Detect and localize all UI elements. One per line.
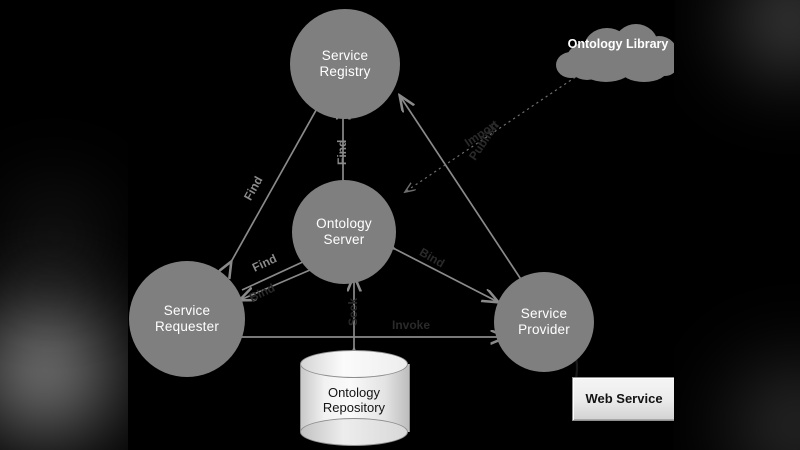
ontology-library-label: Ontology Library <box>556 37 674 52</box>
service-registry-line2: Registry <box>319 64 371 79</box>
service-provider-line1: Service <box>520 306 568 322</box>
diagram-canvas: Service Registry Ontology Server Service… <box>128 0 674 450</box>
ontology-repository-label: Ontology Repository <box>300 385 408 416</box>
ontology-server-line1: Ontology <box>316 216 372 232</box>
edge-provider-registry-publish <box>400 96 529 291</box>
node-ontology-repository[interactable]: Ontology Repository <box>300 350 410 446</box>
cylinder-top <box>300 350 408 378</box>
edge-label-invoke: Invoke <box>392 318 431 332</box>
ontology-library-line1: Ontology <box>567 37 623 52</box>
node-service-requester[interactable]: Service Requester <box>129 261 245 377</box>
web-service-line2: Service <box>616 391 663 407</box>
ontology-repository-line1: Ontology <box>327 384 381 400</box>
backdrop-glow-top-right <box>690 0 800 100</box>
edge-label-find-server-registry: Find <box>335 139 349 165</box>
ontology-repository-line2: Repository <box>322 400 386 416</box>
edge-library-server-import <box>405 73 581 192</box>
backdrop-glow-mid-left <box>0 150 140 320</box>
service-registry-line1: Service <box>321 48 369 64</box>
backdrop-glow-bottom-right <box>690 330 800 450</box>
node-ontology-library[interactable]: Ontology Library <box>556 24 674 84</box>
node-web-service[interactable]: Web Service <box>572 377 674 421</box>
edge-label-seek: Seek <box>346 297 360 326</box>
node-service-registry[interactable]: Service Registry <box>290 9 400 119</box>
cylinder-bottom <box>300 418 408 446</box>
service-provider-line2: Provider <box>518 322 570 337</box>
web-service-line1: Web <box>585 391 613 407</box>
diagram-connectors <box>128 73 581 384</box>
node-service-provider[interactable]: Service Provider <box>494 272 594 372</box>
node-ontology-server[interactable]: Ontology Server <box>292 180 396 284</box>
ontology-server-line2: Server <box>323 232 365 247</box>
service-requester-line2: Requester <box>154 319 220 334</box>
cloud-puff <box>652 52 674 76</box>
ontology-library-line2: Library <box>625 37 669 52</box>
service-requester-line1: Service <box>163 303 211 319</box>
edge-requester-registry-find <box>231 96 324 262</box>
edge-server-provider-bind <box>393 248 498 302</box>
